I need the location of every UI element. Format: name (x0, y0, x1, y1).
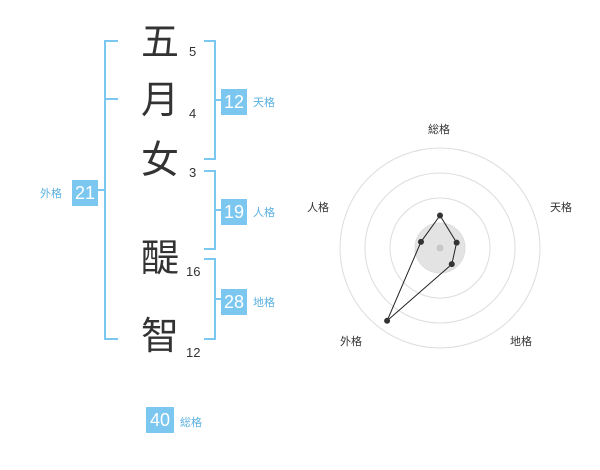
radar-label-jinkaku: 人格 (307, 201, 329, 214)
gaikaku-bracket-tick (104, 98, 118, 100)
radar-label-chikaku: 地格 (510, 335, 532, 348)
gaikaku-bracket (104, 40, 118, 340)
jinkaku-bracket (204, 170, 216, 250)
jinkaku-value-badge: 19 (221, 199, 247, 225)
stroke-count-1: 5 (189, 44, 197, 59)
chikaku-value-badge: 28 (221, 289, 247, 315)
radar-series-line (386, 214, 458, 322)
soukaku-label: 総格 (180, 416, 202, 429)
stroke-count-2: 4 (189, 106, 197, 121)
name-char-4: 醍 (141, 236, 180, 280)
name-char-5: 智 (141, 314, 180, 358)
radar-point (448, 261, 455, 268)
radar-label-gaikaku: 外格 (340, 335, 362, 348)
chikaku-bracket (204, 258, 216, 340)
gaikaku-value-badge: 21 (72, 180, 98, 206)
gaikaku-bracket-connector (98, 189, 104, 191)
jinkaku-label: 人格 (253, 206, 275, 219)
radar-label-tenkaku: 天格 (550, 201, 572, 214)
name-char-3: 女 (141, 138, 180, 182)
radar-center-dot (436, 244, 444, 252)
chikaku-bracket-connector (216, 298, 222, 300)
radar-label-soukaku: 総格 (428, 123, 450, 136)
soukaku-value-badge: 40 (146, 407, 174, 433)
radar-ring (339, 147, 541, 349)
radar-ring (364, 172, 516, 324)
stroke-count-3: 3 (189, 165, 197, 180)
name-char-1: 五 (141, 20, 180, 64)
gaikaku-label: 外格 (40, 187, 62, 200)
chikaku-label: 地格 (253, 296, 275, 309)
tenkaku-bracket (204, 40, 216, 160)
radar-point (417, 238, 424, 245)
radar-point (437, 212, 443, 219)
stroke-count-4: 16 (186, 264, 201, 279)
jinkaku-bracket-connector (216, 209, 222, 211)
radar-point (453, 239, 460, 246)
tenkaku-bracket-connector (216, 99, 222, 101)
radar-point (384, 317, 391, 324)
stroke-count-5: 12 (186, 345, 201, 360)
name-char-2: 月 (141, 78, 180, 122)
tenkaku-label: 天格 (253, 96, 275, 109)
tenkaku-value-badge: 12 (221, 89, 247, 115)
radar-ring (389, 197, 491, 299)
